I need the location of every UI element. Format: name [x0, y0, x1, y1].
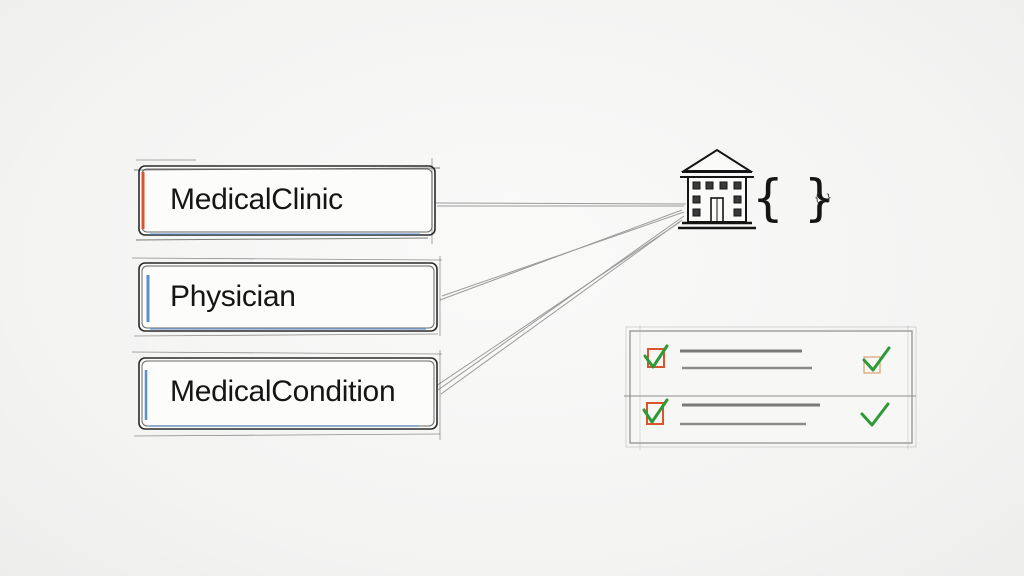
checkbox-icon — [863, 356, 881, 374]
schema-box-medical-clinic: MedicalClinic — [138, 165, 436, 235]
check-icon — [862, 346, 891, 372]
schema-box-label: MedicalCondition — [170, 375, 396, 408]
schema-box-label: Physician — [170, 280, 296, 313]
checklist-card — [624, 325, 917, 450]
check-icon — [642, 398, 669, 424]
clinic-box-outline — [133, 158, 441, 244]
schema-box-label: MedicalClinic — [170, 183, 343, 216]
schema-box-physician: Physician — [138, 262, 436, 332]
physician-box-outline — [131, 256, 443, 337]
mini-braces-icon: {,} — [814, 193, 833, 204]
checklist-row — [642, 398, 890, 427]
condition-box-outline — [131, 350, 443, 440]
check-icon — [643, 344, 669, 369]
connector-lines — [435, 202, 687, 395]
code-braces-icon: { } — [752, 169, 838, 227]
clinic-building-icon — [678, 148, 756, 230]
schema-box-medical-condition: MedicalCondition — [138, 357, 436, 427]
checklist-row — [643, 344, 891, 374]
check-icon — [860, 402, 890, 427]
